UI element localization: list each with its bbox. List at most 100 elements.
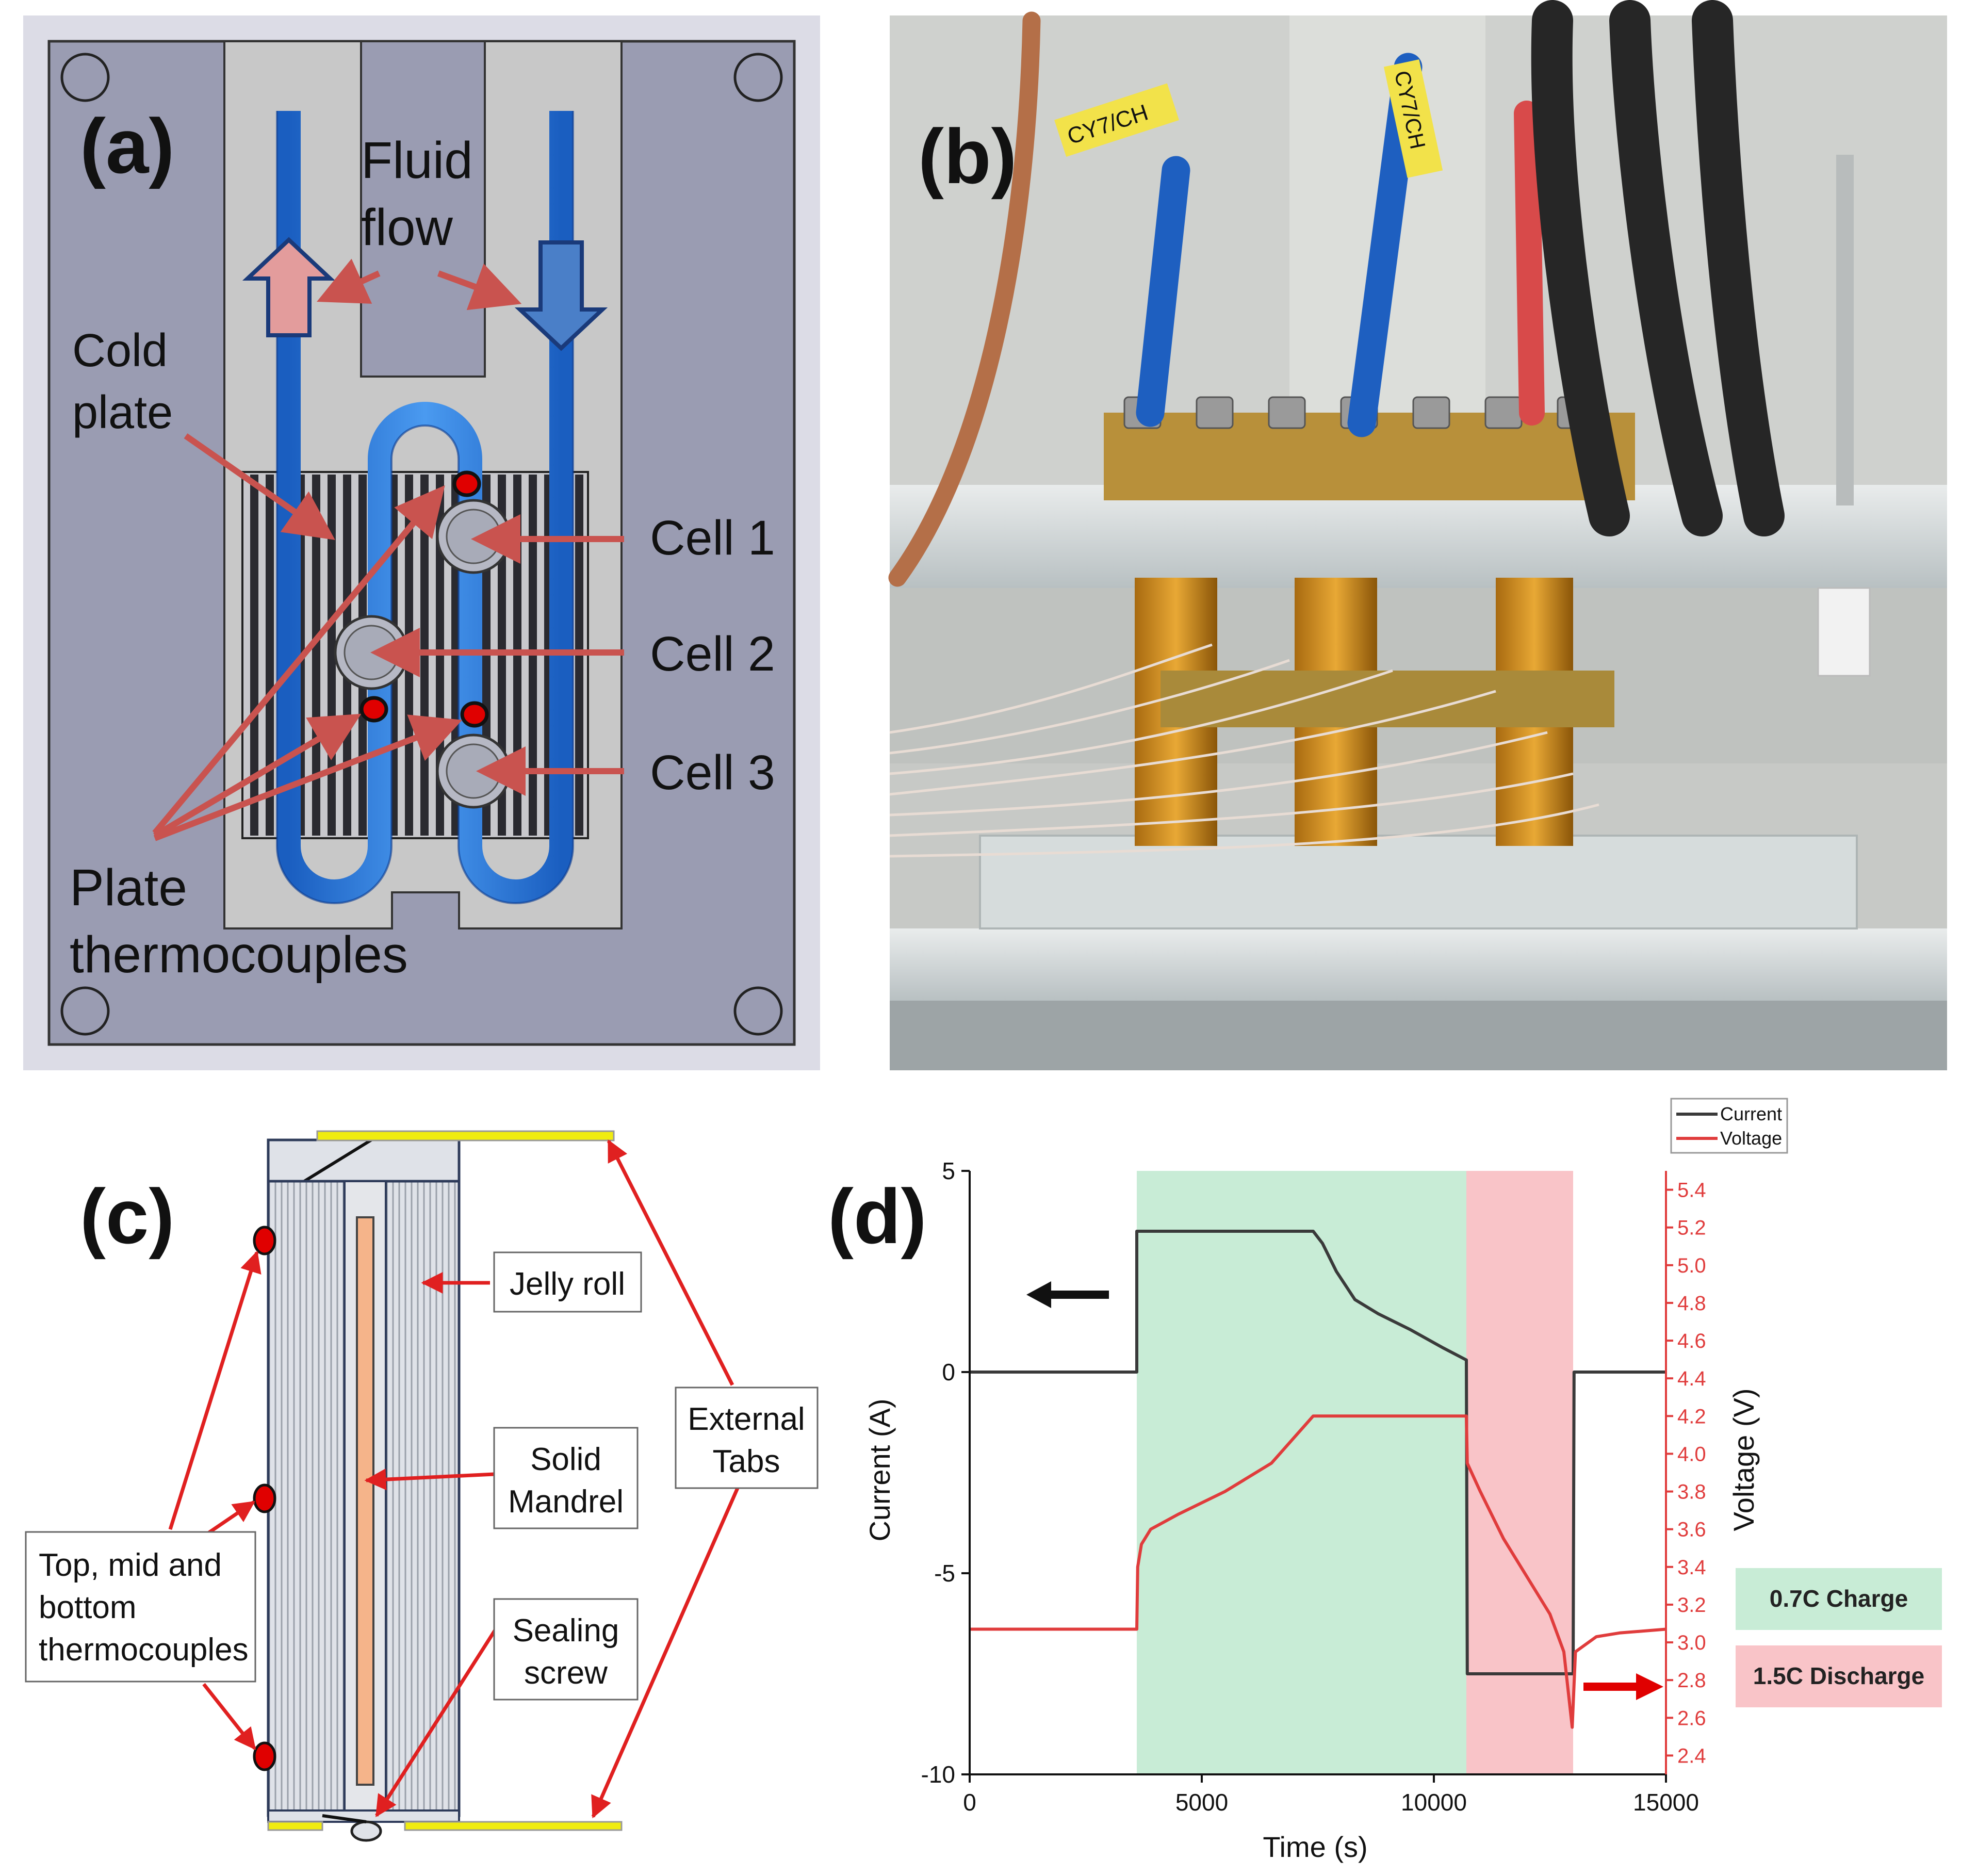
- legend-entry-voltage: Voltage: [1720, 1128, 1782, 1149]
- threaded-rod: [1836, 155, 1854, 505]
- chart-legend: Current Voltage: [1670, 1098, 1788, 1154]
- cable-tag: CY7/CH: [1383, 59, 1443, 178]
- series-line-voltage: [970, 1414, 1666, 1729]
- cold-plate-line-1: Cold: [72, 325, 168, 377]
- y2-tick-label: 3.6: [1677, 1519, 1706, 1541]
- jelly-roll-right: [384, 1180, 461, 1817]
- region-key-charge: 0.7C Charge: [1736, 1568, 1942, 1630]
- holder-stripe: [250, 475, 258, 836]
- panel-b-label: (b): [918, 113, 1017, 200]
- cell-2-label: Cell 2: [650, 627, 775, 681]
- y2-tick-label: 5.2: [1677, 1217, 1706, 1239]
- thermocouples-line-2: bottom: [39, 1590, 137, 1625]
- series-line-current: [970, 1230, 1666, 1675]
- thermocouples-callout: Top, mid and bottom thermocouples: [25, 1531, 256, 1683]
- region-key-discharge: 1.5C Discharge: [1736, 1645, 1942, 1707]
- current-axis-arrow: [1026, 1281, 1109, 1308]
- sealing-screw-line-1: Sealing: [513, 1613, 619, 1649]
- jelly-roll-label: Jelly roll: [510, 1266, 625, 1302]
- y2-tick-label: 4.2: [1677, 1405, 1706, 1428]
- y2-tick-label: 3.4: [1677, 1556, 1706, 1579]
- x-tick-label: 10000: [1401, 1789, 1467, 1816]
- fluid-flow-line-1: Fluid: [361, 132, 473, 189]
- thermocouple-wires: [889, 643, 1599, 858]
- acrylic-base: [890, 1001, 1947, 1070]
- panel-a: (a) Fluid flow Cold plate Cell 1 Cell 2 …: [23, 15, 820, 1070]
- panel-b: CY7/CH CY7/CH (b): [888, 0, 1947, 1070]
- chart-series-layer: [970, 1230, 1666, 1729]
- cell-thermocouple-dots: [253, 1226, 276, 1771]
- y2-tick-label: 4.8: [1677, 1292, 1706, 1315]
- test-plate: [979, 835, 1858, 929]
- y2-tick-label: 5.0: [1677, 1254, 1706, 1277]
- chart-axes: [969, 1171, 1667, 1775]
- standoff: [1817, 587, 1871, 677]
- legend-box: [1670, 1098, 1788, 1154]
- sealing-screw-line-2: screw: [524, 1655, 608, 1691]
- y2-tick-label: 3.2: [1677, 1594, 1706, 1617]
- plate-thermocouple-dots: [359, 470, 489, 728]
- x-tick-label: 0: [963, 1789, 976, 1816]
- mount-hole: [733, 986, 783, 1036]
- external-tab-bottom-right: [404, 1821, 623, 1831]
- bottom-tab-wire: [322, 1814, 367, 1823]
- external-tabs-line-1: External: [688, 1401, 805, 1437]
- mount-hole: [60, 53, 110, 102]
- external-tab-bottom-left: [267, 1821, 323, 1831]
- solid-mandrel-callout: Solid Mandrel: [493, 1427, 639, 1529]
- y-tick-label: -10: [921, 1761, 955, 1788]
- cooling-pipe: [277, 111, 573, 903]
- region-key-charge-swatch: [1736, 1568, 1942, 1630]
- region-key-discharge-label: 1.5C Discharge: [1753, 1662, 1924, 1689]
- panel-d-label: (d): [828, 1173, 927, 1260]
- cold-plate-slot: [360, 40, 486, 378]
- plate-thermocouples-line-1: Plate: [70, 859, 187, 917]
- y2-tick-label: 2.6: [1677, 1707, 1706, 1730]
- y2-tick-label: 3.8: [1677, 1481, 1706, 1504]
- y2-tick-label: 3.0: [1677, 1632, 1706, 1654]
- chart-shaded-regions: [1137, 1171, 1573, 1774]
- y2-axis-label: Voltage (V): [1727, 1388, 1760, 1531]
- lower-shelf: [890, 928, 1947, 1001]
- y-axis-label: Current (A): [863, 1399, 896, 1542]
- panel-a-arrows: [152, 258, 624, 841]
- x-axis-label: Time (s): [1263, 1831, 1367, 1863]
- shaded-region-discharge: [1466, 1171, 1573, 1774]
- panel-c-arrows: [168, 1139, 740, 1819]
- sealing-screw-callout: Sealing screw: [493, 1598, 639, 1701]
- sealing-screw-head: [350, 1820, 382, 1842]
- solid-mandrel-line-1: Solid: [530, 1442, 601, 1477]
- thermocouples-line-1: Top, mid and: [39, 1547, 222, 1583]
- cables: [888, 0, 1785, 587]
- chart-annotations: [1026, 1281, 1663, 1700]
- y2-tick-label: 4.4: [1677, 1367, 1706, 1390]
- y2-tick-label: 4.0: [1677, 1443, 1706, 1465]
- cooling-pipe-outline: [276, 111, 574, 904]
- fluid-flow-line-2: flow: [361, 199, 453, 256]
- x-tick-label: 5000: [1175, 1789, 1228, 1816]
- mount-hole: [733, 53, 783, 102]
- y-tick-label: 0: [942, 1359, 955, 1385]
- y2-tick-label: 2.8: [1677, 1669, 1706, 1692]
- legend-entry-current: Current: [1720, 1103, 1782, 1124]
- mount-hole: [60, 986, 110, 1036]
- cell-top-cap: [267, 1138, 461, 1183]
- y2-tick-label: 2.4: [1677, 1744, 1706, 1767]
- cold-plate-line-2: plate: [72, 387, 173, 438]
- voltage-axis-arrow: [1583, 1673, 1663, 1700]
- plate-thermocouples-line-2: thermocouples: [70, 926, 408, 984]
- holder-stripe: [266, 475, 274, 836]
- x-tick-label: 15000: [1633, 1789, 1699, 1816]
- flow-in-arrow: [514, 240, 608, 351]
- cell-1-label: Cell 1: [650, 511, 775, 565]
- y-tick-label: 5: [942, 1157, 955, 1184]
- solid-mandrel: [356, 1216, 374, 1786]
- cell-3-label: Cell 3: [650, 745, 775, 800]
- jelly-roll-callout: Jelly roll: [493, 1251, 642, 1313]
- y2-tick-label: 4.6: [1677, 1330, 1706, 1352]
- internal-tab-wire: [303, 1138, 372, 1183]
- region-key-discharge-swatch: [1736, 1645, 1942, 1707]
